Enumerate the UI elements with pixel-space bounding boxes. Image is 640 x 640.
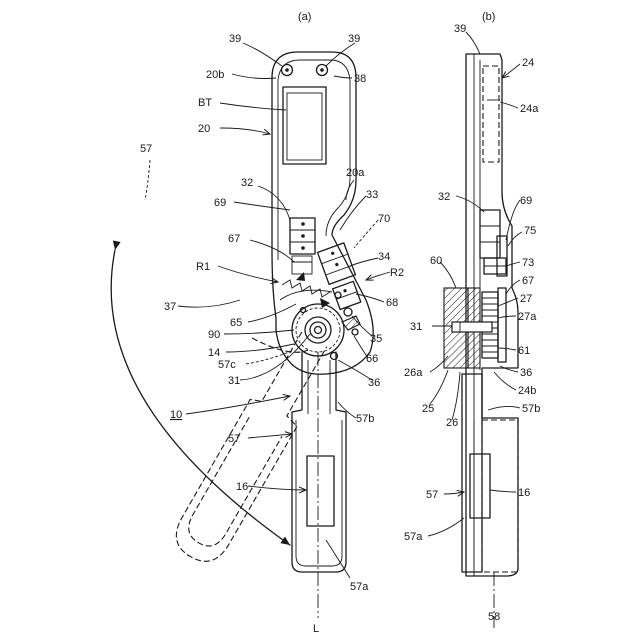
part-33-block — [317, 243, 355, 285]
label-57-mid: 57 — [228, 433, 240, 445]
label-57b: 57b — [356, 413, 374, 425]
rotation-arrow — [111, 250, 290, 545]
label-b-67: 67 — [522, 275, 534, 287]
label-69: 69 — [214, 197, 226, 209]
label-70: 70 — [378, 213, 390, 225]
label-90: 90 — [208, 329, 220, 341]
label-10: 10 — [170, 409, 182, 421]
label-39-left: 39 — [229, 33, 241, 45]
label-b-26a: 26a — [404, 367, 423, 379]
shaft-31 — [305, 317, 331, 343]
view-a — [111, 52, 373, 618]
arm-57-rotated-dashed — [167, 327, 339, 571]
pin-35 — [344, 308, 352, 316]
label-31: 31 — [228, 375, 240, 387]
label-34: 34 — [378, 251, 390, 263]
label-14: 14 — [208, 347, 220, 359]
label-16: 16 — [236, 481, 248, 493]
label-37: 37 — [164, 301, 176, 313]
side-part-67 — [498, 288, 506, 362]
label-b-25: 25 — [422, 403, 434, 415]
side-shaft-31 — [452, 322, 492, 332]
part-67 — [292, 256, 312, 274]
battery-bt — [283, 87, 326, 164]
label-36: 36 — [368, 377, 380, 389]
label-57c: 57c — [218, 359, 236, 371]
label-b-24: 24 — [522, 57, 534, 69]
label-bt: BT — [198, 97, 212, 109]
part-68-block — [333, 281, 361, 309]
label-20a: 20a — [346, 167, 365, 179]
caption-a: (a) — [298, 11, 311, 23]
label-b-57: 57 — [426, 489, 438, 501]
label-b-16: 16 — [518, 487, 530, 499]
label-b-57b: 57b — [522, 403, 540, 415]
label-b-69: 69 — [520, 195, 532, 207]
label-b-60: 60 — [430, 255, 442, 267]
stopper-66 — [342, 316, 360, 330]
label-65: 65 — [230, 317, 242, 329]
label-b-31: 31 — [410, 321, 422, 333]
label-57-top: 57 — [140, 143, 152, 155]
view-b — [444, 54, 518, 628]
label-b-24a: 24a — [520, 103, 539, 115]
label-l: L — [313, 623, 319, 635]
label-b-57a: 57a — [404, 531, 423, 543]
label-b-27: 27 — [520, 293, 532, 305]
ratchet-arrow-icon — [296, 272, 305, 281]
side-display-16 — [470, 454, 490, 518]
label-b-27a: 27a — [518, 311, 537, 323]
label-39-right: 39 — [348, 33, 360, 45]
label-b-73: 73 — [522, 257, 534, 269]
label-67: 67 — [228, 233, 240, 245]
side-arm-57 — [462, 374, 482, 572]
label-b-75: 75 — [524, 225, 536, 237]
label-32: 32 — [241, 177, 253, 189]
pivot-disk-14 — [292, 304, 344, 356]
label-20b: 20b — [206, 69, 224, 81]
label-b-36: 36 — [520, 367, 532, 379]
label-b-39: 39 — [454, 23, 466, 35]
arm-57 — [292, 352, 346, 572]
caption-b: (b) — [482, 11, 495, 23]
label-b-24b: 24b — [518, 385, 536, 397]
label-38: 38 — [354, 73, 366, 85]
label-35: 35 — [370, 333, 382, 345]
label-68: 68 — [386, 297, 398, 309]
label-r1: R1 — [196, 261, 210, 273]
label-66: 66 — [366, 353, 378, 365]
label-b-32: 32 — [438, 191, 450, 203]
label-20: 20 — [198, 123, 210, 135]
label-b-58: 58 — [488, 611, 500, 623]
label-57a: 57a — [350, 581, 369, 593]
label-33: 33 — [366, 189, 378, 201]
display-16 — [307, 456, 334, 526]
label-b-61: 61 — [518, 345, 530, 357]
label-b-26: 26 — [446, 417, 458, 429]
label-r2: R2 — [390, 267, 404, 279]
part-24a — [483, 66, 499, 162]
